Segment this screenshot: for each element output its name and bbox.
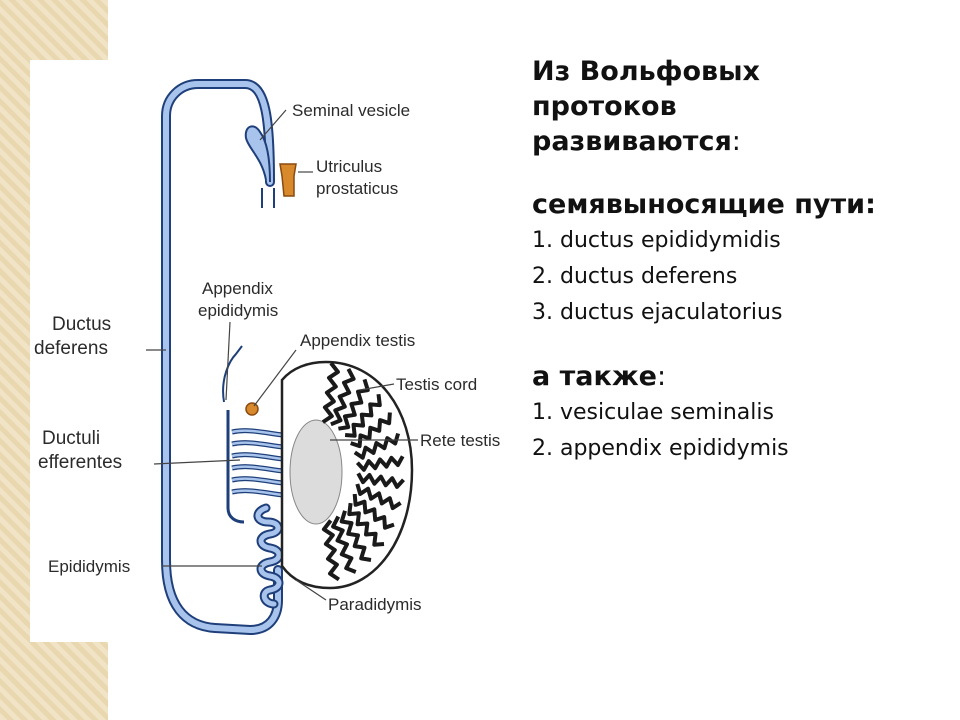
seminiferous-lobule bbox=[331, 515, 357, 574]
section-2-title-text: а также bbox=[532, 361, 657, 392]
testis-lobules bbox=[321, 361, 405, 582]
label-utriculus-2: prostaticus bbox=[316, 179, 398, 198]
seminiferous-lobule bbox=[353, 432, 401, 460]
seminiferous-lobule bbox=[339, 510, 372, 562]
seminiferous-lobule bbox=[338, 378, 370, 431]
section-2-item: 1. vesiculae seminalis bbox=[532, 400, 774, 425]
label-testis-cord: Testis cord bbox=[396, 375, 477, 394]
seminiferous-lobule bbox=[355, 483, 402, 511]
section-1-title: семявыносящие пути: bbox=[532, 187, 952, 223]
label-rete-testis: Rete testis bbox=[420, 431, 500, 450]
section-2-title: а также: bbox=[532, 359, 952, 395]
testis-shape bbox=[280, 360, 414, 590]
utriculus-shape bbox=[279, 163, 297, 197]
seminiferous-lobule bbox=[350, 412, 392, 449]
heading-colon: : bbox=[731, 126, 741, 157]
label-epididymis: Epididymis bbox=[48, 557, 130, 576]
label-utriculus-1: Utriculus bbox=[316, 157, 382, 176]
seminiferous-lobule bbox=[321, 361, 340, 424]
label-ductus-deferens-2: deferens bbox=[34, 338, 108, 359]
label-appendix-epididymis-1: Appendix bbox=[202, 279, 273, 298]
heading-line-3: развиваются: bbox=[532, 124, 952, 159]
epididymis-head-outline bbox=[226, 410, 245, 524]
seminiferous-lobule bbox=[321, 519, 341, 582]
rete-testis-core bbox=[289, 419, 343, 525]
wolffian-duct-diagram: Seminal vesicle Utriculus prostaticus Ap… bbox=[34, 79, 500, 636]
seminiferous-lobule bbox=[355, 455, 405, 472]
label-appendix-epididymis-2: epididymis bbox=[198, 301, 278, 320]
epididymis-fill bbox=[255, 505, 282, 607]
seminiferous-lobule bbox=[352, 493, 395, 530]
label-seminal-vesicle: Seminal vesicle bbox=[292, 101, 410, 120]
section-2-colon: : bbox=[657, 361, 667, 392]
label-ductuli-efferentes-1: Ductuli bbox=[42, 428, 100, 449]
ductus-deferens-tube bbox=[161, 79, 283, 636]
section-1-colon: : bbox=[865, 189, 876, 220]
seminiferous-lobule bbox=[347, 502, 385, 547]
diagram-figure: Seminal vesicle Utriculus prostaticus Ap… bbox=[30, 60, 535, 642]
seminiferous-lobule bbox=[330, 367, 356, 427]
label-ductus-deferens-1: Ductus bbox=[52, 314, 111, 335]
label-paradidymis: Paradidymis bbox=[328, 595, 422, 614]
seminiferous-lobule bbox=[344, 393, 382, 438]
text-panel: Из Вольфовых протоков развиваются: семяв… bbox=[532, 54, 952, 467]
seminiferous-lobule bbox=[356, 472, 405, 489]
appendix-testis-shape bbox=[245, 402, 259, 416]
section-1-item: 2. ductus deferens bbox=[532, 264, 738, 289]
heading-line-2: протоков bbox=[532, 91, 677, 122]
heading-line-3-text: развиваются bbox=[532, 126, 732, 157]
seminal-vesicle-shape bbox=[244, 125, 275, 208]
leader-lines bbox=[146, 109, 418, 601]
section-1-item: 1. ductus epididymidis bbox=[532, 228, 781, 253]
section-2-item: 2. appendix epididymis bbox=[532, 436, 789, 461]
heading-line-1: Из Вольфовых bbox=[532, 56, 760, 87]
section-1-title-text: семявыносящие пути bbox=[532, 189, 866, 220]
label-appendix-testis: Appendix testis bbox=[300, 331, 415, 350]
section-1-item: 3. ductus ejaculatorius bbox=[532, 300, 783, 325]
label-ductuli-efferentes-2: efferentes bbox=[38, 452, 122, 473]
